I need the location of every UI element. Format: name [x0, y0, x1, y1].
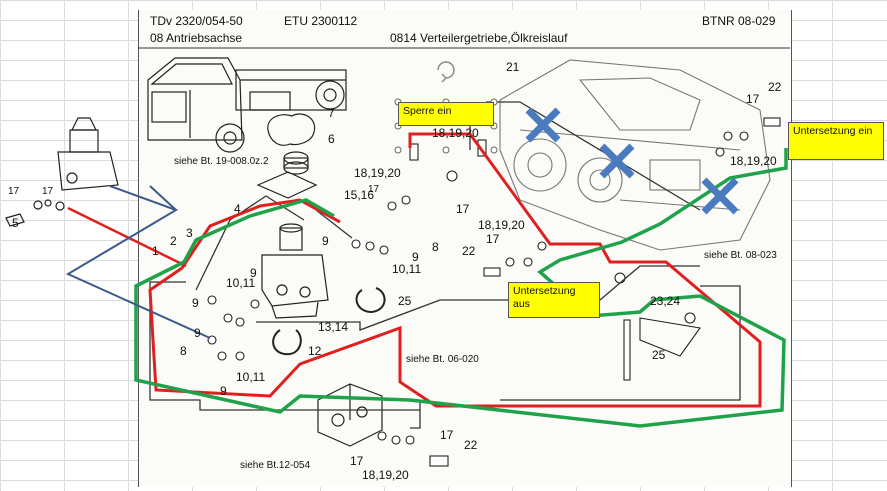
part-label: 17	[486, 232, 500, 246]
part-label: 6	[328, 132, 335, 146]
etu-number: ETU 2300112	[284, 14, 358, 28]
part-label: 13,14	[318, 320, 349, 334]
part-label: 18,19,20	[432, 126, 479, 140]
diagram-title: 0814 Verteilergetriebe,Ölkreislauf	[390, 31, 568, 45]
part-label: 9	[220, 384, 227, 398]
part-label: 18,19,20	[730, 154, 777, 168]
part-label: 9	[192, 296, 199, 310]
part-label: 8	[432, 240, 439, 254]
btnr-number: BTNR 08-029	[702, 14, 776, 28]
green-oil-circuit	[134, 148, 788, 428]
part-label: 1	[152, 244, 159, 258]
doc-code: TDv 2320/054-50	[150, 14, 243, 28]
valve-assembly	[261, 223, 329, 319]
oil-pipes	[149, 101, 741, 429]
reference-label: siehe Bt. 19-008.0z.2	[174, 156, 269, 167]
part-label: 17	[8, 186, 20, 197]
part-label: 17	[456, 202, 470, 216]
part-label: 9	[412, 250, 419, 264]
note-untersetzung-ein[interactable]: Untersetzung ein	[788, 122, 884, 160]
part-label: 22	[768, 80, 782, 94]
reference-label: siehe Bt. 08-023	[704, 250, 777, 261]
part-label: 10,11	[226, 276, 256, 290]
part-label: 18,19,20	[354, 166, 401, 180]
valve-lower	[317, 383, 383, 447]
part-label: 18,19,20	[362, 468, 409, 482]
part-label: 18,19,20	[478, 218, 525, 232]
part-label: 4	[234, 202, 241, 216]
part-label: 9	[322, 234, 329, 248]
transfer-case-drawing	[499, 59, 771, 251]
control-valve-drawing	[5, 117, 119, 227]
blue-control-lines	[65, 185, 211, 339]
part-label: 22	[464, 438, 478, 452]
part-label: 25	[398, 294, 412, 308]
part-label: 12	[308, 344, 322, 358]
part-label: 17	[42, 186, 54, 197]
rotate-handle-icon[interactable]	[437, 61, 455, 83]
knob-part	[256, 113, 318, 199]
part-label: 23,24	[650, 294, 681, 308]
part-label: 3	[186, 226, 193, 240]
reference-label: siehe Bt.12-054	[240, 460, 311, 471]
part-label: 21	[506, 60, 520, 74]
group-title: 08 Antriebsachse	[150, 31, 243, 45]
part-label: 9	[250, 266, 257, 280]
part-label: 8	[180, 344, 187, 358]
fasteners	[207, 117, 781, 467]
part-label: 22	[462, 244, 476, 258]
part-label: 17	[440, 428, 454, 442]
red-control-line	[67, 206, 187, 268]
part-label: 17	[746, 92, 760, 106]
part-label: 2	[170, 234, 177, 248]
part-label: 9	[194, 326, 201, 340]
part-label: 10,11	[236, 370, 266, 384]
part-label: 10,11	[392, 262, 422, 276]
hose-clamps	[272, 287, 386, 356]
part-label: 25	[652, 348, 666, 362]
blocked-markers	[525, 107, 739, 215]
note-sperre-ein[interactable]: Sperre ein	[398, 102, 494, 126]
part-label: 17	[350, 454, 364, 468]
note-untersetzung-aus[interactable]: Untersetzung aus	[508, 282, 600, 318]
part-label: 17	[368, 184, 380, 195]
part-label: 15,16	[344, 188, 375, 202]
red-oil-circuit	[148, 132, 762, 408]
part-label: 7	[328, 106, 335, 120]
part-label: 5	[12, 216, 19, 230]
reference-label: siehe Bt. 06-020	[406, 354, 479, 365]
truck-drawing	[147, 57, 347, 153]
